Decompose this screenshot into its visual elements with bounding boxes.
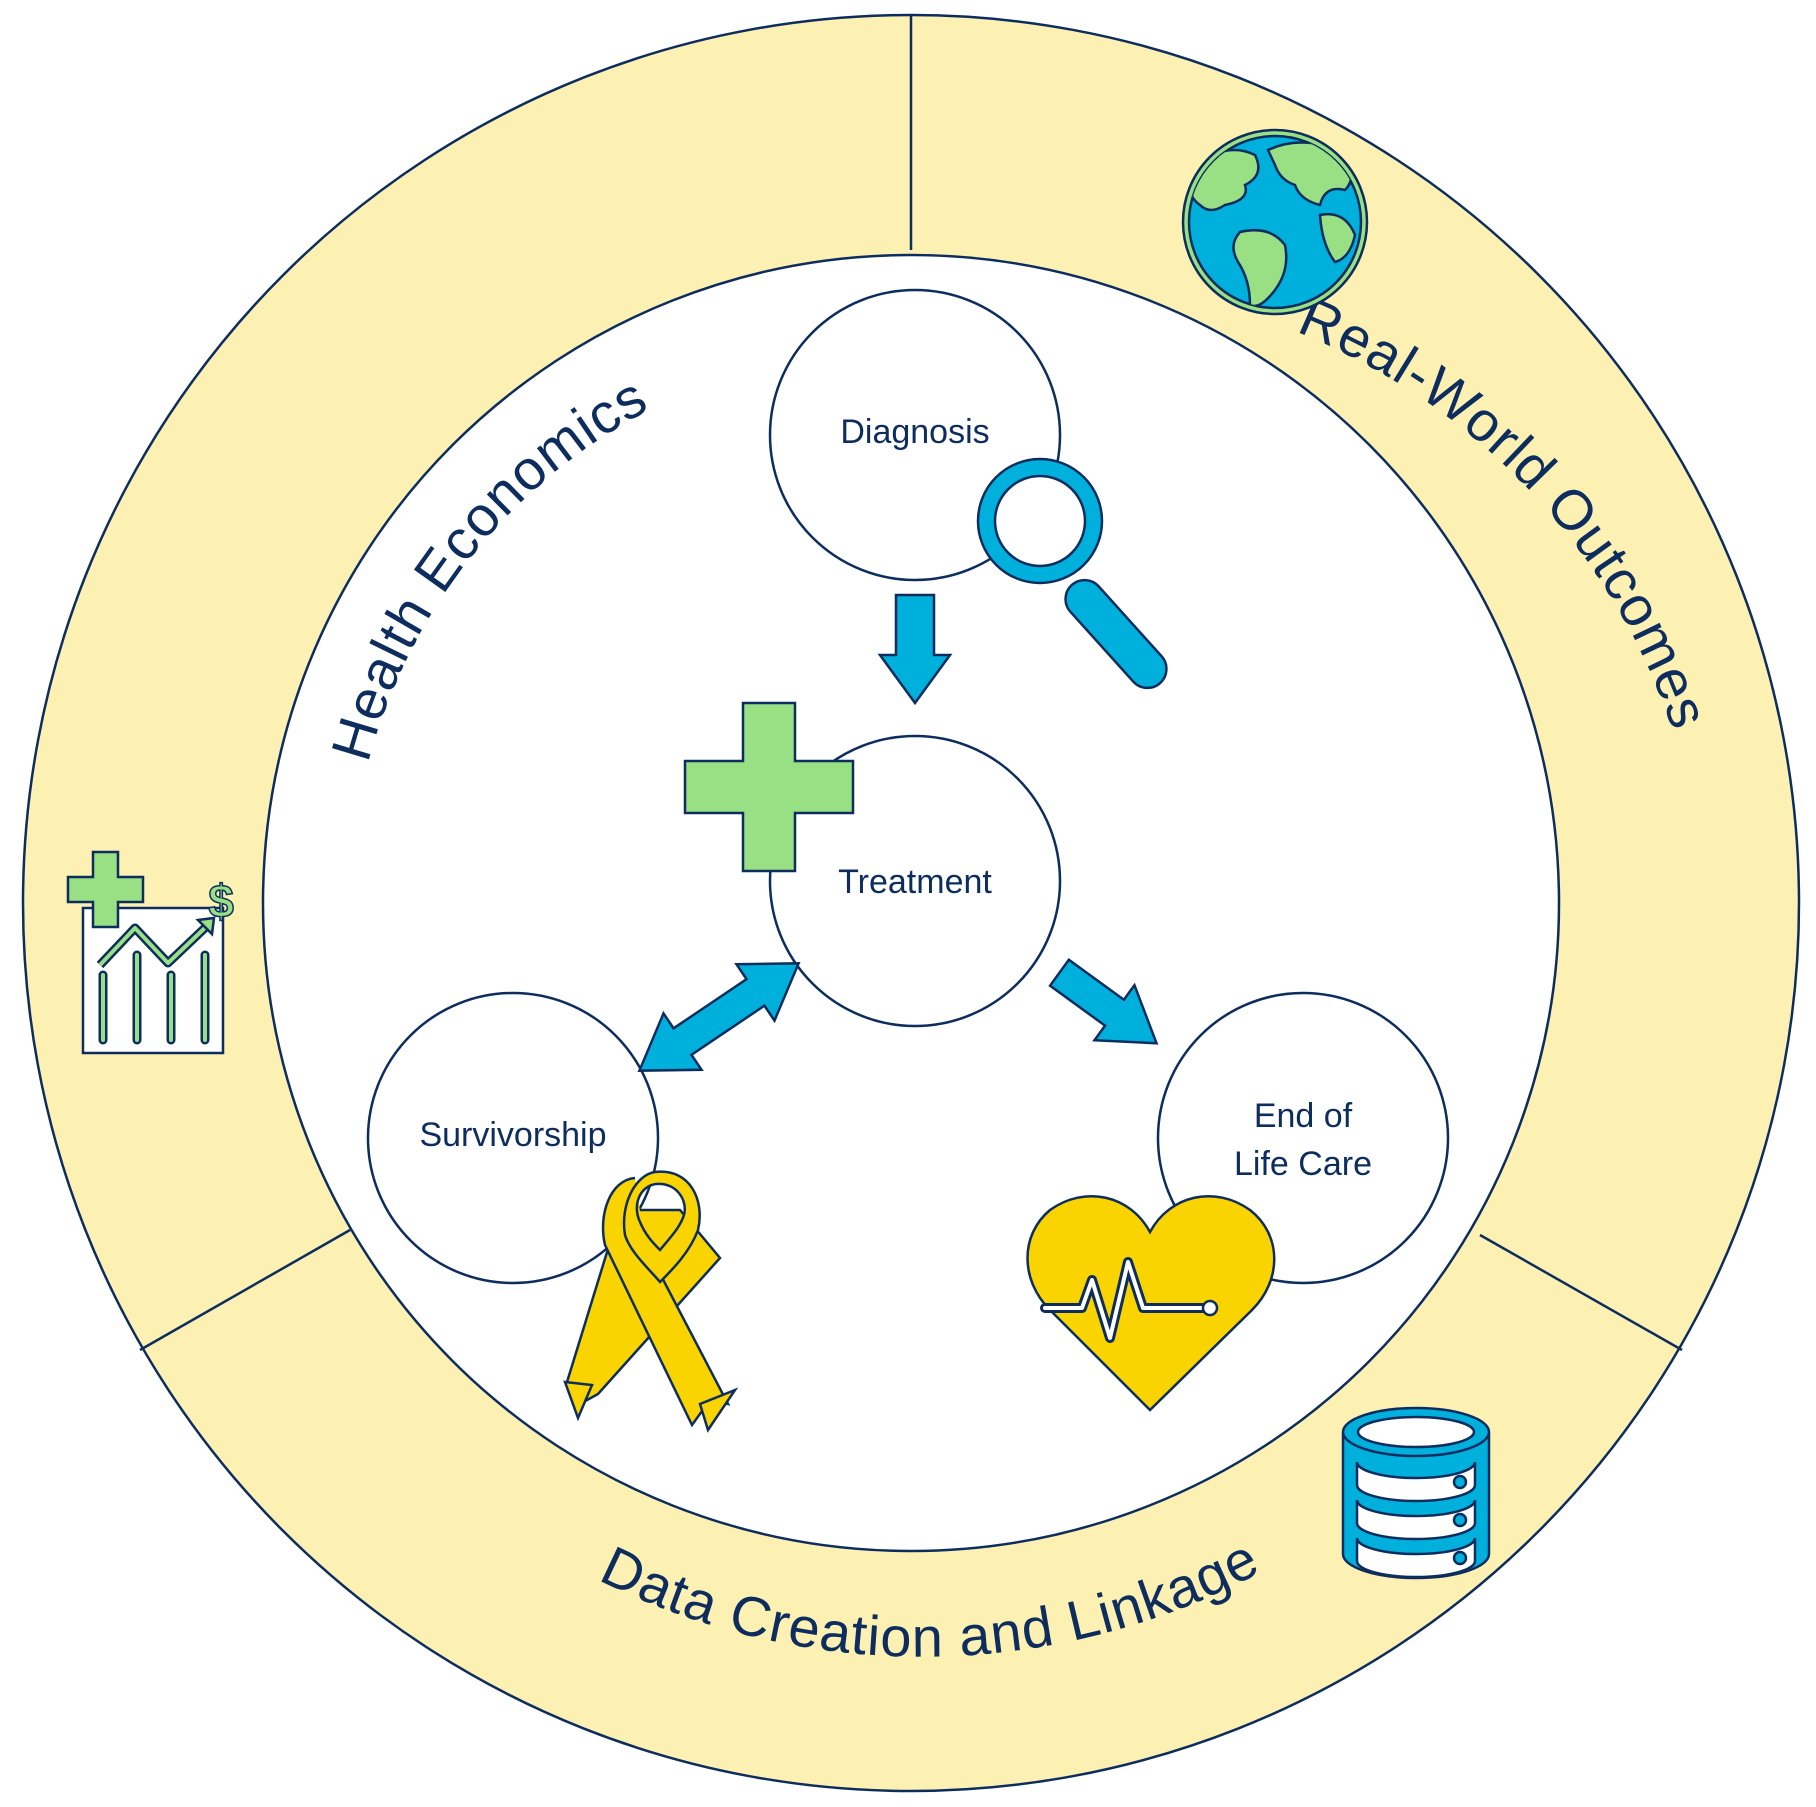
- globe-icon: [1181, 128, 1369, 316]
- awareness-ribbon-icon: [563, 1170, 739, 1433]
- database-icon: [1341, 1406, 1491, 1580]
- end-of-life-label-line1: End of: [1254, 1097, 1353, 1135]
- ring-divider-left: [139, 1228, 351, 1352]
- ring-divider-right: [1479, 1233, 1683, 1352]
- survivorship-label: Survivorship: [419, 1116, 606, 1154]
- arrow-diagnosis-to-treatment: [877, 593, 953, 706]
- diagnosis-label: Diagnosis: [840, 413, 989, 451]
- treatment-label: Treatment: [838, 863, 992, 901]
- arrow-treatment-survivorship: [637, 962, 801, 1072]
- end-of-life-label-line2: Life Care: [1234, 1145, 1372, 1183]
- survivorship-circle: [366, 991, 660, 1285]
- arrow-treatment-to-end-of-life: [1048, 958, 1159, 1045]
- health-economics-chart-icon: $: [66, 850, 235, 1055]
- magnifying-glass-icon: [976, 457, 1168, 690]
- heartbeat-icon: [1026, 1195, 1276, 1412]
- svg-text:$: $: [208, 875, 234, 927]
- medical-cross-icon: [683, 701, 855, 873]
